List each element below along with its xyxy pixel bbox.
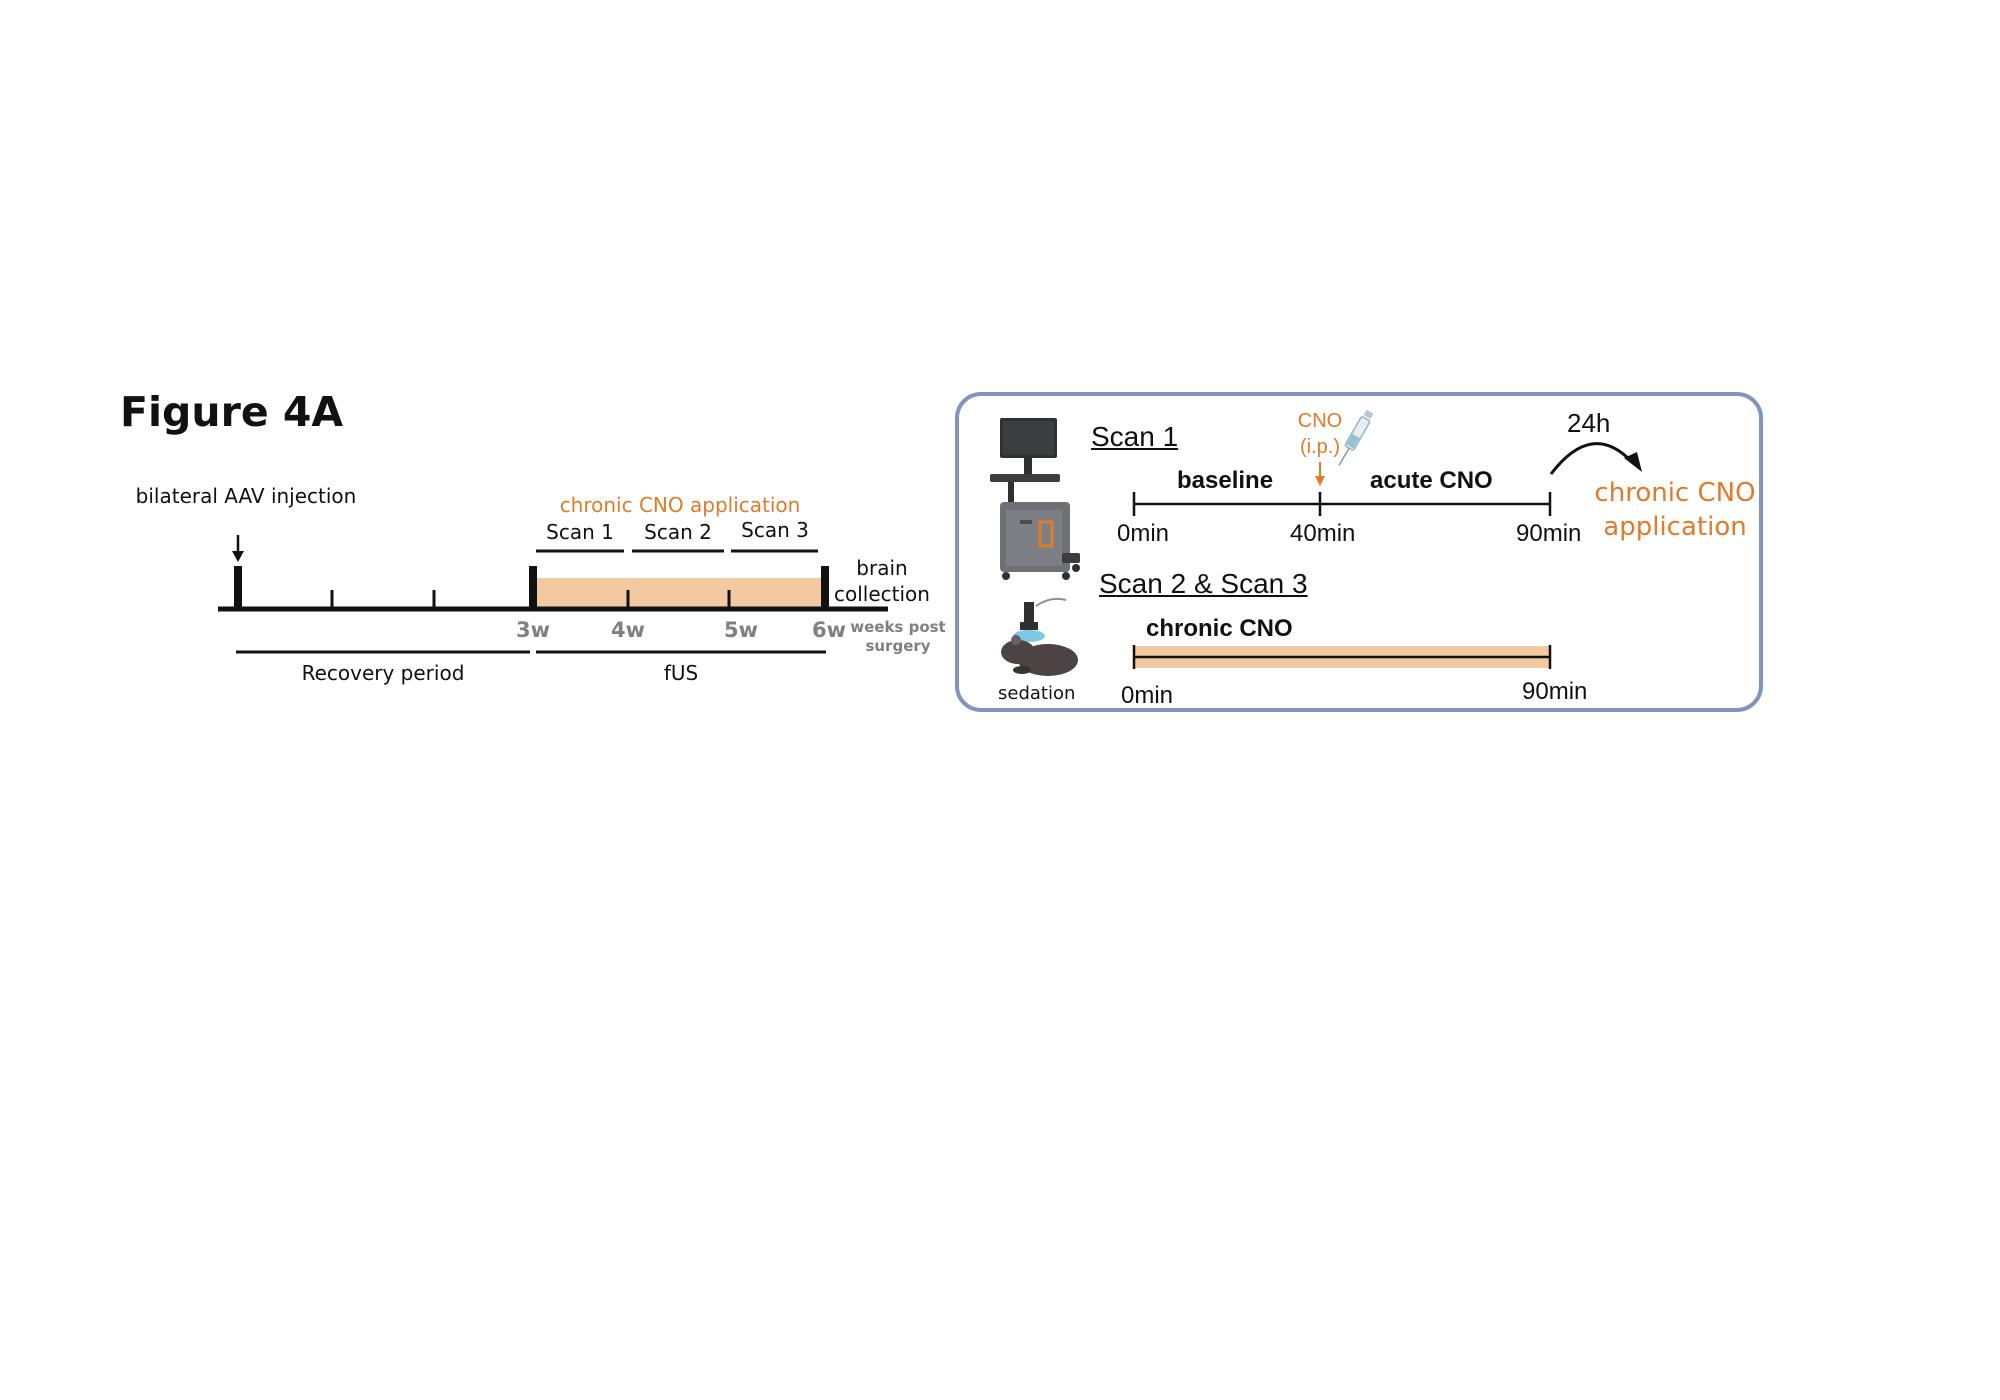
scan1-title: Scan 1 — [1091, 421, 1179, 452]
syringe-icon — [1338, 409, 1374, 466]
scan1-time-0: 0min — [1117, 520, 1170, 547]
scan23-time-90: 90min — [1522, 678, 1588, 705]
recovery-period-label: Recovery period — [301, 661, 465, 685]
figure-title: Figure 4A — [120, 388, 344, 436]
acute-cno-label: acute CNO — [1370, 467, 1493, 494]
injection-label: bilateral AAV injection — [135, 484, 357, 508]
fus-label: fUS — [663, 661, 699, 685]
week-3-marker — [529, 566, 537, 611]
sedation-label: sedation — [998, 683, 1076, 704]
down-arrow-icon — [232, 535, 244, 562]
scan23-title: Scan 2 & Scan 3 — [1099, 568, 1308, 599]
cno-arrow-icon — [1315, 462, 1325, 486]
week-3-label: 3w — [515, 618, 551, 642]
chronic-cno-title: chronic CNO — [1146, 615, 1293, 642]
scan1-time-40: 40min — [1290, 520, 1356, 547]
cno-ip-label: CNO (i.p.) — [1297, 410, 1343, 458]
chronic-cno-band — [537, 578, 825, 608]
week-4-label: 4w — [610, 618, 646, 642]
delay-label: 24h — [1567, 408, 1611, 438]
scan-1-label: Scan 1 — [546, 520, 614, 544]
chronic-cno-label: chronic CNO application — [559, 493, 801, 517]
scan-protocol-panel — [955, 392, 1763, 712]
week-6-marker — [821, 566, 829, 611]
ultrasound-workstation-icon — [990, 418, 1080, 580]
weeks-axis-label: weeks post surgery — [850, 618, 946, 655]
chronic-application-label: chronic CNO application — [1594, 478, 1756, 542]
week-6-label: 6w — [811, 618, 847, 642]
scan-2-label: Scan 2 — [644, 520, 712, 544]
baseline-label: baseline — [1177, 467, 1274, 494]
scan1-time-90: 90min — [1516, 520, 1582, 547]
sedated-mouse-icon — [1001, 597, 1078, 676]
scan-3-label: Scan 3 — [741, 518, 809, 542]
brain-collection-label: brain collection — [834, 556, 930, 606]
curved-arrow-icon — [1549, 442, 1642, 475]
scan23-time-0: 0min — [1121, 682, 1174, 709]
week-5-label: 5w — [723, 618, 759, 642]
injection-marker — [234, 566, 242, 611]
